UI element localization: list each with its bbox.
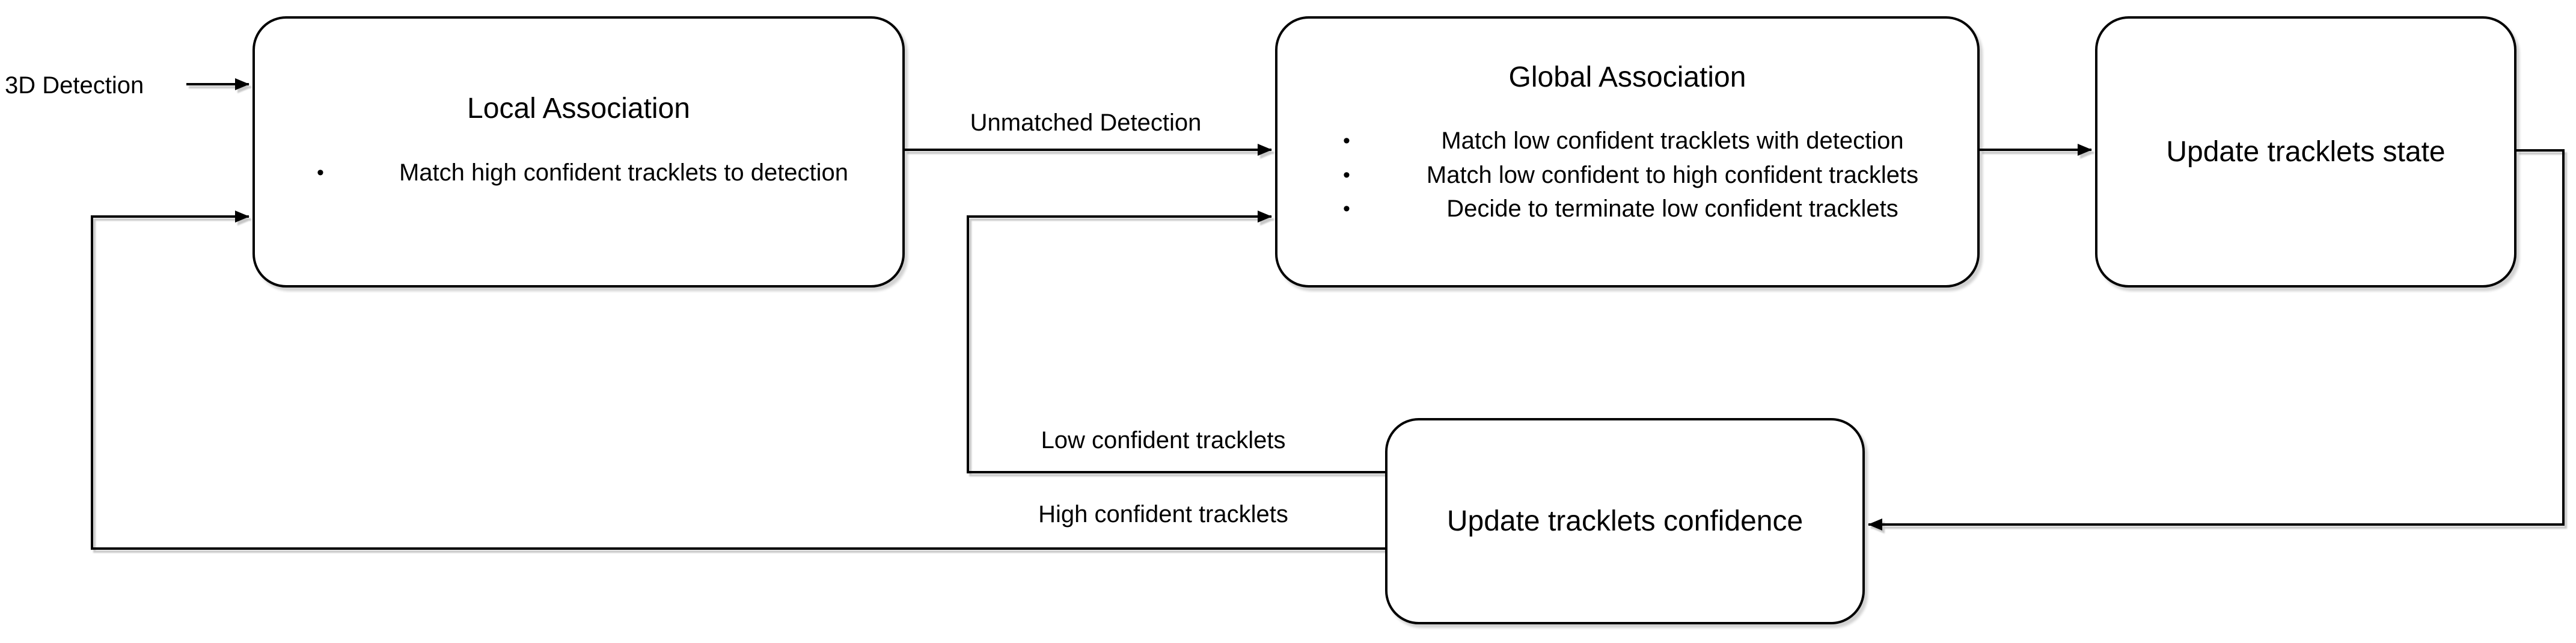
- node-title: Update tracklets confidence: [1446, 505, 1804, 537]
- edge-label-high-confident-tracklets: High confident tracklets: [1038, 501, 1288, 528]
- bullet-icon: •: [1343, 197, 1350, 220]
- bullet-item: • Match low confident to high confident …: [1277, 158, 1977, 192]
- edge-label-low-confident-tracklets: Low confident tracklets: [1041, 427, 1286, 454]
- edge-label-3d-detection: 3D Detection: [5, 72, 144, 99]
- connector-confidence-to-local-high: [91, 211, 1385, 550]
- bullet-item: • Match high confident tracklets to dete…: [255, 159, 902, 186]
- bullet-label: Match high confident tracklets to detect…: [399, 159, 849, 186]
- bullet-icon: •: [317, 161, 324, 184]
- node-update-tracklets-state: Update tracklets state: [2095, 16, 2516, 288]
- bullet-label: Match low confident to high confident tr…: [1426, 162, 1919, 188]
- node-local-association: Local Association • Match high confident…: [252, 16, 905, 288]
- bullet-label: Match low confident tracklets with detec…: [1441, 128, 1904, 154]
- node-title: Local Association: [467, 93, 690, 125]
- connector-state-to-confidence: [1868, 149, 2565, 531]
- node-title: Update tracklets state: [2166, 136, 2446, 168]
- node-global-association: Global Association • Match low confident…: [1275, 16, 1980, 288]
- bullet-icon: •: [1343, 164, 1350, 186]
- node-title: Global Association: [1508, 61, 1746, 93]
- connector-confidence-to-global-low: [967, 211, 1385, 473]
- bullet-item: • Match low confident tracklets with det…: [1277, 124, 1977, 158]
- edge-label-unmatched-detection: Unmatched Detection: [970, 109, 1202, 136]
- bullet-item: • Decide to terminate low confident trac…: [1277, 192, 1977, 226]
- bullet-icon: •: [1343, 129, 1350, 152]
- bullet-label: Decide to terminate low confident trackl…: [1446, 195, 1898, 222]
- node-update-tracklets-confidence: Update tracklets confidence: [1385, 418, 1865, 624]
